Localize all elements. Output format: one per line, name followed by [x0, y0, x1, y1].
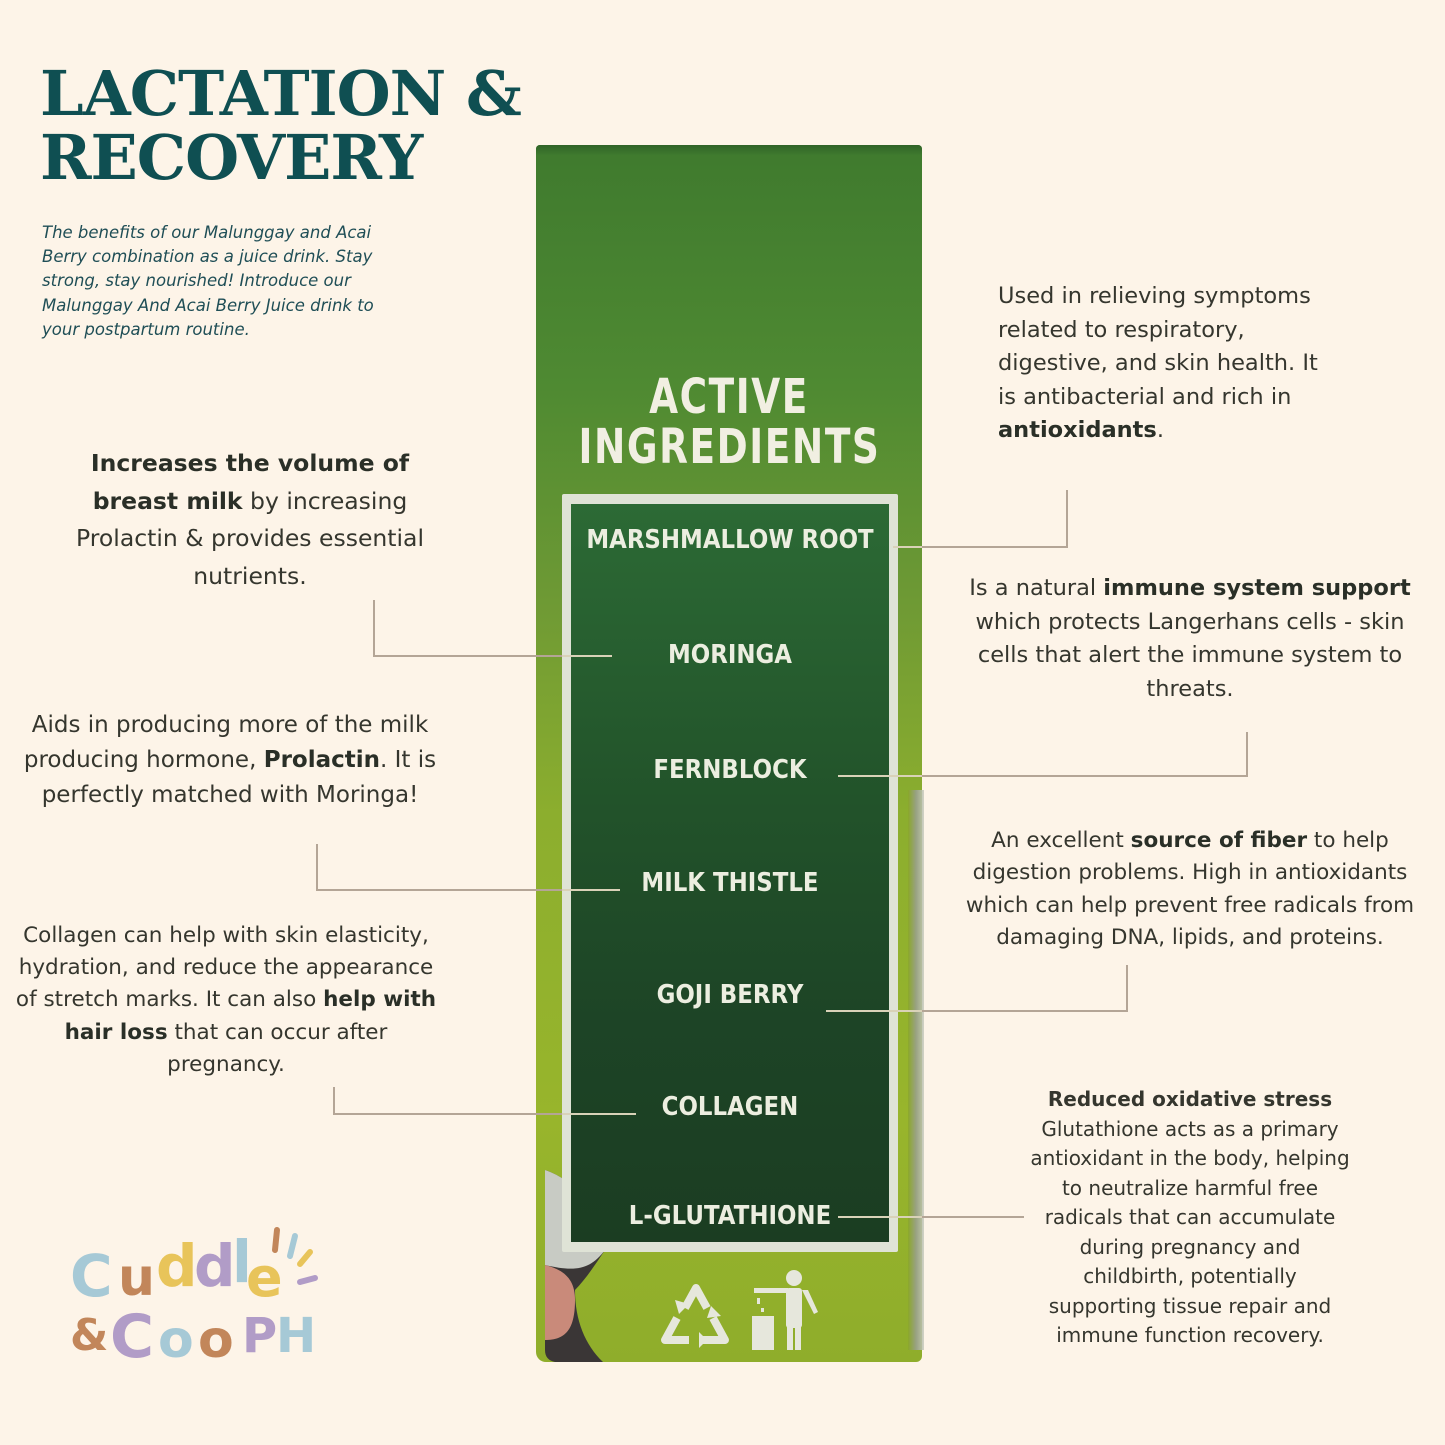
desc-milk-thistle-text: Aids in producing more of the milk produ…	[23, 712, 429, 773]
logo-letter: d	[194, 1232, 236, 1300]
ingredient-moringa: MORINGA	[668, 640, 792, 670]
ingredient-fernblock: FERNBLOCK	[653, 755, 807, 785]
page-title: LACTATION & RECOVERY	[40, 62, 522, 190]
logo-letter: &	[70, 1310, 109, 1361]
connector-collagen-h	[333, 1113, 563, 1115]
desc-milk-thistle-bold: Prolactin	[263, 747, 381, 773]
desc-glutathione-heading: Reduced oxidative stress	[1047, 1087, 1333, 1111]
connector-glutathione-h	[922, 1216, 1024, 1218]
ingredient-collagen: COLLAGEN	[661, 1092, 799, 1122]
desc-goji-bold: source of fiber	[1130, 828, 1308, 853]
connector-moringa-h	[373, 655, 563, 657]
connector-goji-h	[922, 1010, 1128, 1012]
desc-collagen-text-2: that can occur after pregnancy.	[167, 1019, 388, 1077]
logo-letter: H	[276, 1308, 317, 1364]
connector-fernblock-v	[1246, 732, 1248, 777]
box-heading: ACTIVE INGREDIENTS	[578, 372, 879, 472]
connector-milk-thistle-h	[316, 889, 564, 891]
recycle-icon	[661, 1284, 729, 1348]
connector-goji-v	[1126, 965, 1128, 1012]
ingredient-milk-thistle: MILK THISTLE	[641, 868, 819, 898]
desc-goji-text-2: to help digestion problems. High in anti…	[965, 828, 1415, 950]
connector-moringa-v	[373, 600, 375, 656]
trash-disposal-icon	[752, 1270, 818, 1350]
ingredient-goji-berry: GOJI BERRY	[656, 980, 804, 1010]
connector-glutathione-in	[838, 1216, 922, 1218]
desc-marshmallow-text: Used in relieving symptoms related to re…	[998, 283, 1318, 410]
desc-moringa-bold: Increases the volume of breast milk	[90, 449, 410, 515]
desc-goji-text: An excellent	[991, 828, 1131, 853]
connector-marshmallow-h	[922, 546, 1068, 548]
logo-letter: u	[118, 1248, 156, 1308]
desc-collagen-text: Collagen can help with skin elasticity, …	[15, 923, 434, 1013]
box-heading-line-1: ACTIVE	[649, 369, 809, 425]
connector-collagen-in	[562, 1113, 636, 1115]
logo-letter: o	[158, 1310, 194, 1370]
desc-fernblock-text: Is a natural	[969, 575, 1104, 601]
ingredient-l-glutathione: L-GLUTATHIONE	[628, 1201, 832, 1231]
connector-marshmallow-v	[1066, 490, 1068, 548]
intro-text: The benefits of our Malunggay and Acai B…	[42, 223, 374, 339]
desc-collagen: Collagen can help with skin elasticity, …	[6, 920, 446, 1081]
connector-milk-thistle-v	[316, 844, 318, 890]
desc-fernblock: Is a natural immune system support which…	[955, 572, 1425, 706]
connector-milk-thistle-in	[562, 889, 620, 891]
logo-letter: o	[198, 1310, 234, 1370]
box-top-edge	[536, 145, 922, 155]
connector-marshmallow-in	[893, 546, 923, 548]
box-right-edge	[908, 790, 924, 1350]
desc-moringa-text: by increasing Prolactin & provides essen…	[76, 486, 424, 590]
desc-l-glutathione: Reduced oxidative stress Glutathione act…	[1030, 1085, 1350, 1351]
logo-letter: C	[110, 1302, 155, 1372]
brand-logo: C u d d l e & C o o P H	[70, 1222, 330, 1382]
title-line-2: RECOVERY	[40, 121, 423, 194]
ingredients-panel	[571, 504, 889, 1242]
desc-marshmallow-root: Used in relieving symptoms related to re…	[998, 280, 1338, 448]
logo-letter: l	[232, 1228, 252, 1296]
desc-collagen-bold: help with hair loss	[64, 987, 437, 1045]
connector-goji-in	[826, 1010, 922, 1012]
connector-moringa-in	[562, 655, 612, 657]
box-heading-line-2: INGREDIENTS	[578, 419, 881, 475]
logo-letter: P	[242, 1308, 278, 1364]
desc-milk-thistle: Aids in producing more of the milk produ…	[0, 708, 460, 813]
connector-fernblock-in	[838, 775, 922, 777]
desc-marshmallow-text-2: .	[1156, 417, 1164, 443]
ingredient-marshmallow-root: MARSHMALLOW ROOT	[586, 525, 874, 555]
desc-goji-berry: An excellent source of fiber to help dig…	[950, 825, 1430, 954]
logo-letter: C	[70, 1242, 113, 1310]
desc-fernblock-bold: immune system support	[1103, 575, 1411, 601]
desc-glutathione-body: Glutathione acts as a primary antioxidan…	[1030, 1116, 1350, 1348]
logo-letter: d	[156, 1232, 198, 1300]
connector-collagen-v	[333, 1087, 335, 1115]
connector-fernblock-h	[922, 775, 1248, 777]
desc-fernblock-text-2: which protects Langerhans cells - skin c…	[975, 608, 1405, 702]
title-line-1: LACTATION &	[40, 57, 522, 130]
desc-moringa: Increases the volume of breast milk by i…	[60, 445, 440, 595]
brand-logo-art	[272, 1227, 318, 1285]
desc-milk-thistle-text-2: . It is perfectly matched with Moringa!	[41, 747, 437, 808]
desc-marshmallow-bold: antioxidants	[998, 417, 1157, 443]
logo-letter: e	[246, 1246, 283, 1309]
